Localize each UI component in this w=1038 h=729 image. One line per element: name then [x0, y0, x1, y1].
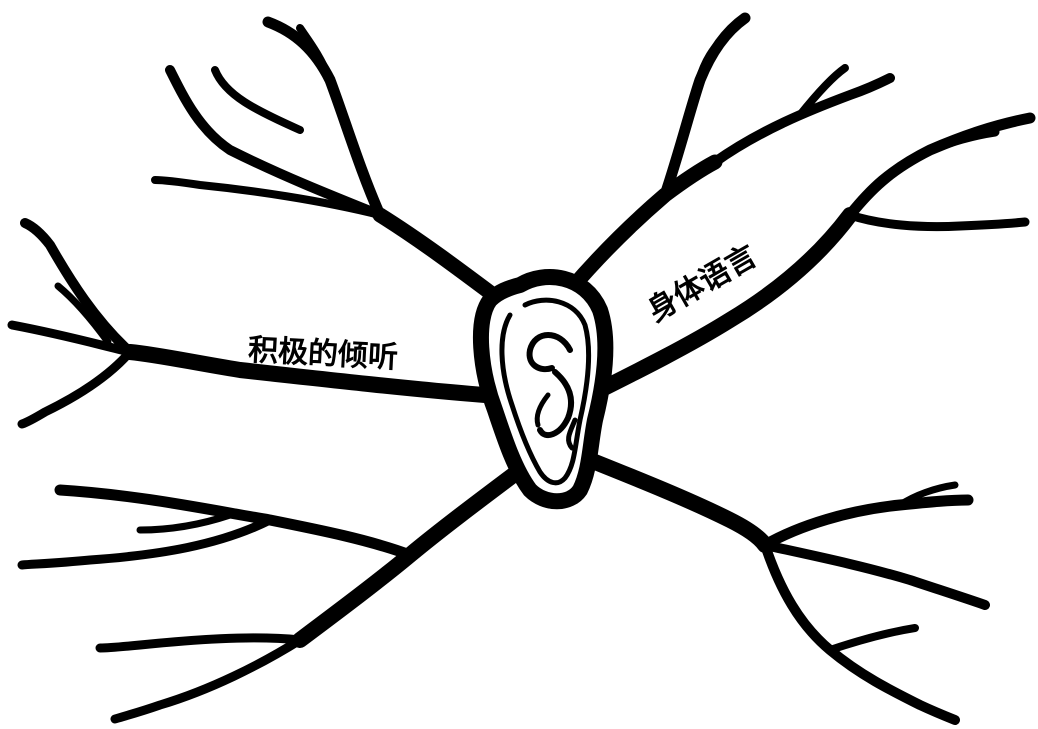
branch-lower-left — [17, 462, 528, 724]
ear-icon — [473, 269, 614, 510]
branch-label-left: 积极的倾听 — [247, 333, 399, 376]
branch-upper-right — [562, 12, 895, 298]
branch-left — [7, 218, 493, 429]
branch-lower-right — [582, 452, 990, 725]
branch-right — [582, 112, 1036, 403]
branch-upper-left — [151, 16, 508, 308]
